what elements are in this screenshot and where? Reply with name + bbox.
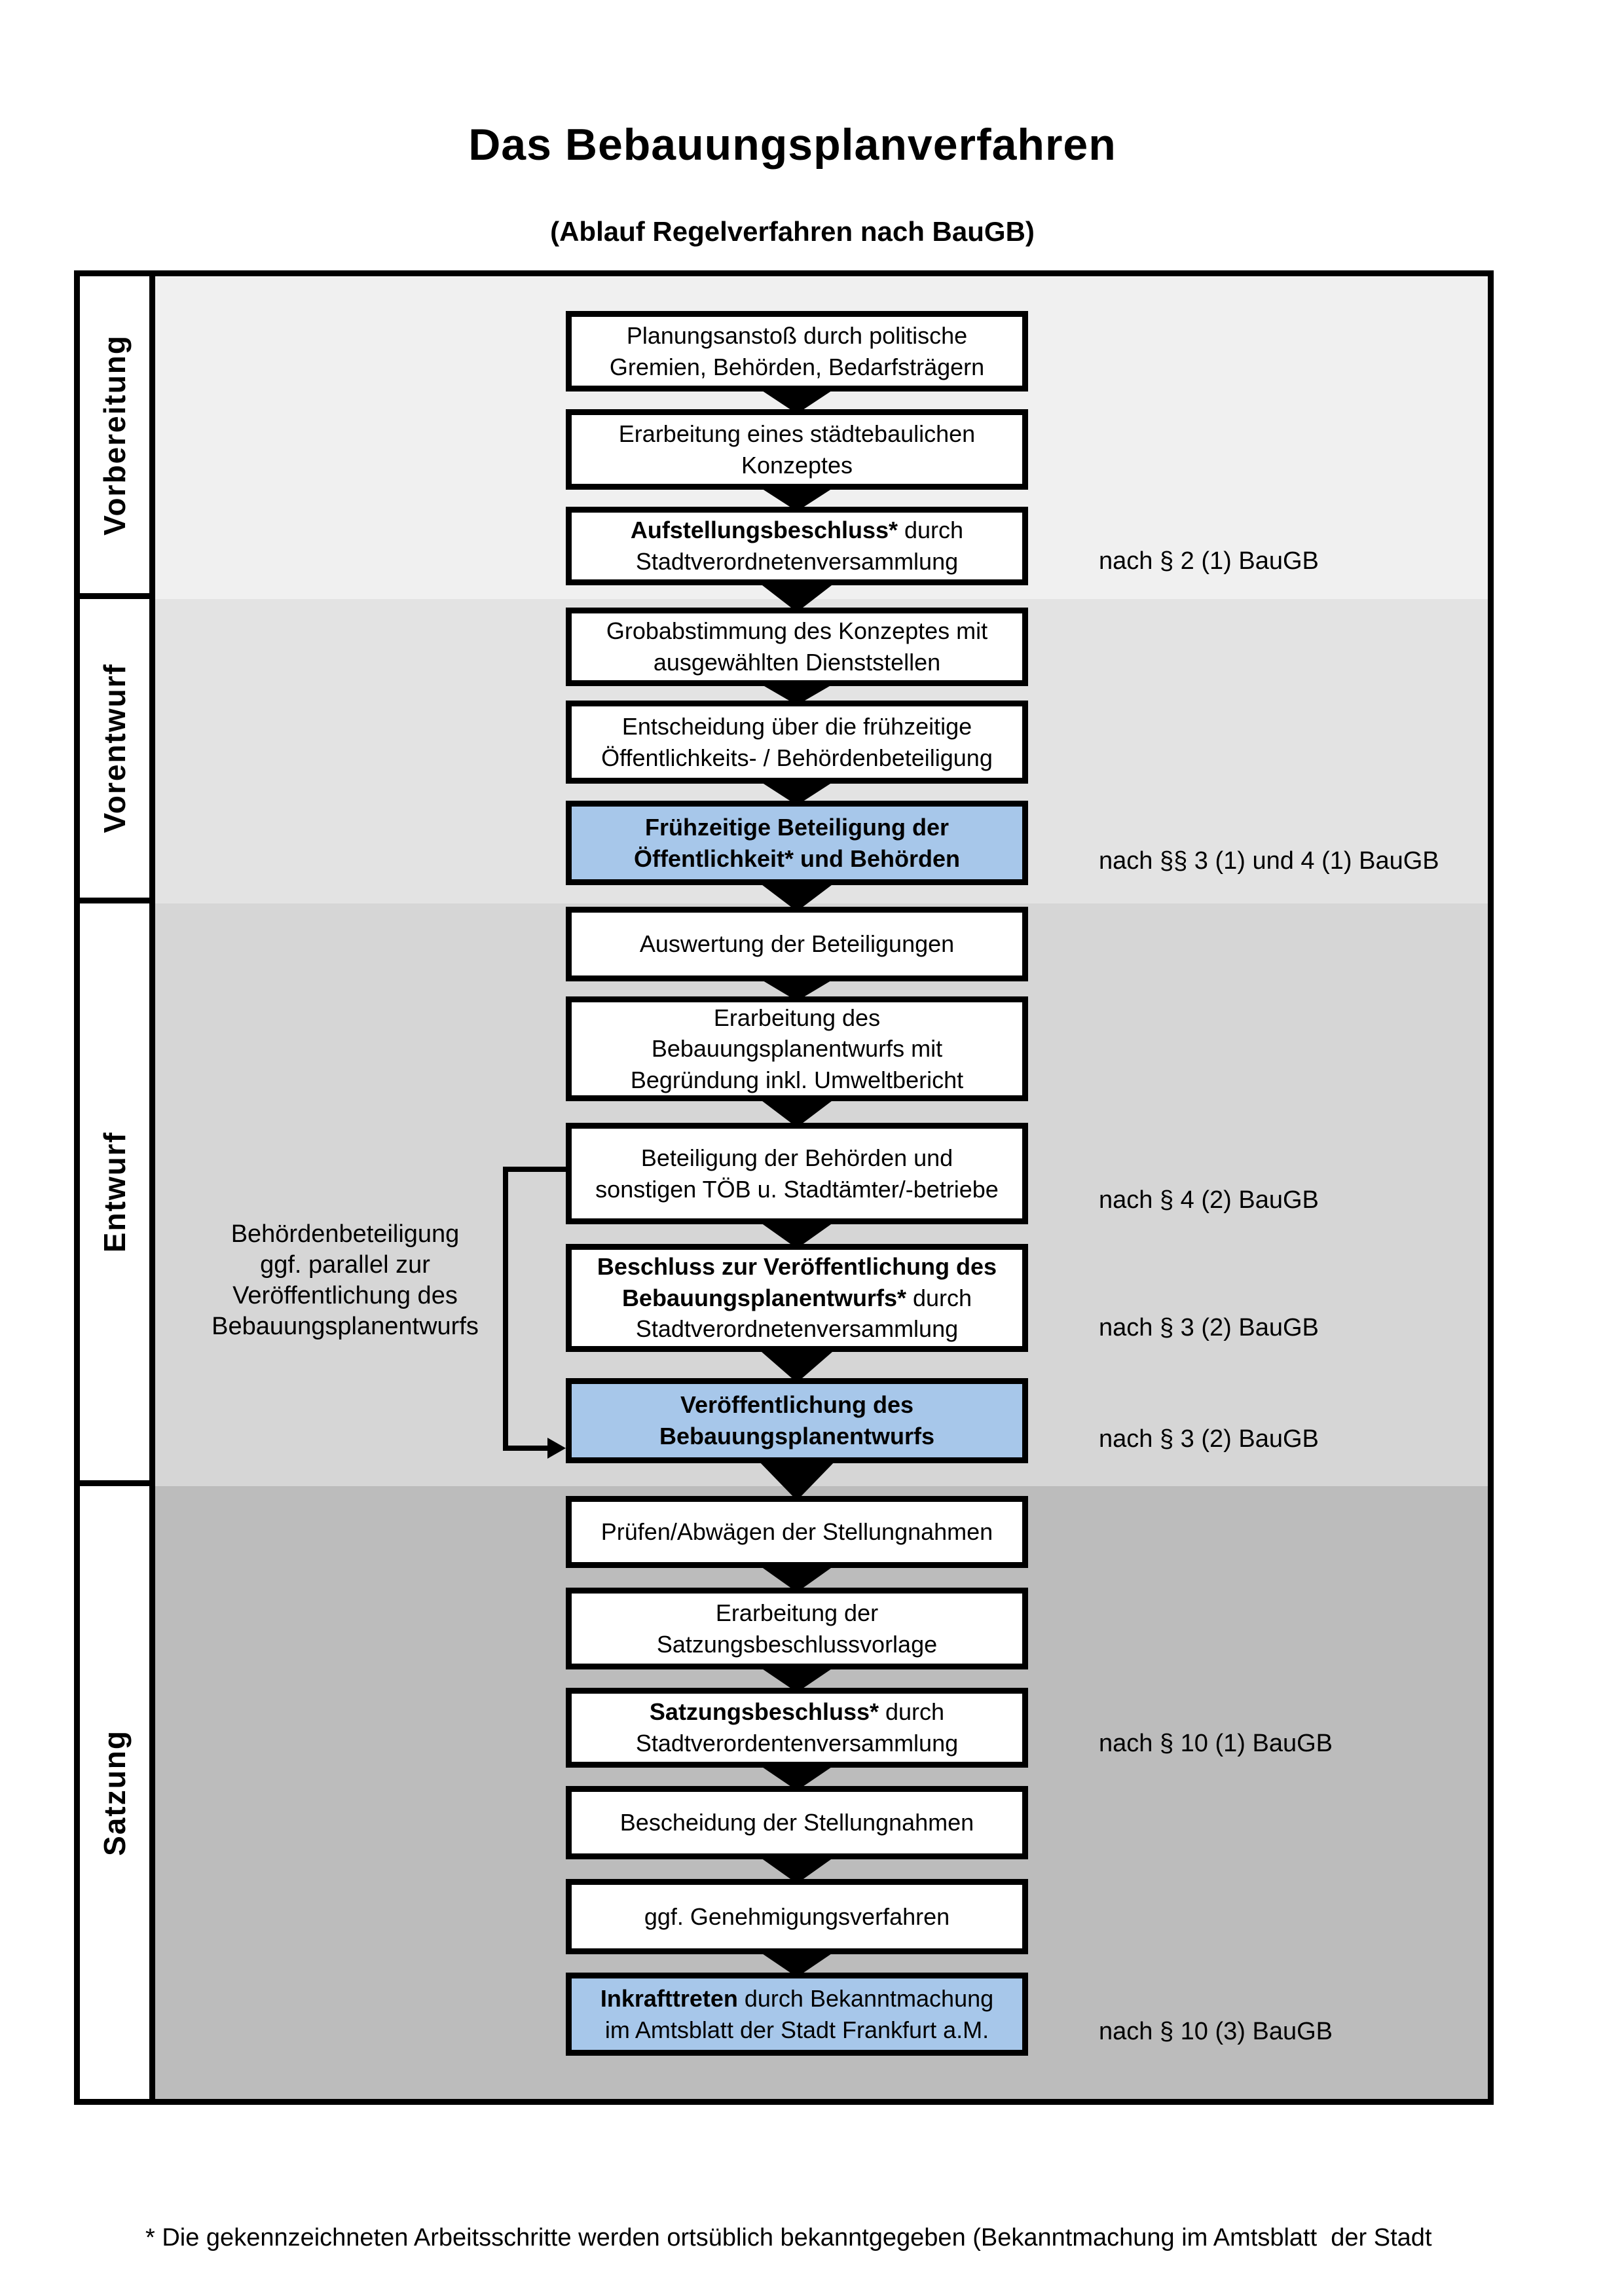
flow-box-line: Stadtverordnetenversammlung (635, 548, 959, 575)
law-reference-note: nach §§ 3 (1) und 4 (1) BauGB (1099, 847, 1439, 875)
flow-box: Prüfen/Abwägen der Stellungnahmen (566, 1496, 1028, 1568)
flow-box-line: Öffentlichkeit* und Behörden (633, 845, 961, 872)
flow-box-line: Aufstellungsbeschluss* durch (630, 517, 964, 544)
flow-box-line: Stadtverordnetenversammlung (635, 1315, 959, 1343)
footnote-line-1: * Die gekennzeichneten Arbeitsschritte w… (145, 2224, 1432, 2251)
bracket-right-arrow-icon (547, 1438, 566, 1459)
flow-box-line: Satzungsbeschlussvorlage (656, 1630, 938, 1658)
flow-box: ggf. Genehmigungsverfahren (566, 1879, 1028, 1954)
flow-box-line: Konzeptes (741, 451, 853, 479)
down-arrow-icon (756, 1855, 838, 1884)
law-reference-note: nach § 2 (1) BauGB (1099, 547, 1319, 575)
phase-label: Vorbereitung (98, 334, 132, 536)
footnote: * Die gekennzeichneten Arbeitsschritte w… (145, 2140, 1507, 2296)
flow-box-line: im Amtsblatt der Stadt Frankfurt a.M. (604, 2016, 989, 2043)
flow-box-line: ausgewählten Dienststellen (653, 649, 941, 676)
down-arrow-icon (756, 1459, 838, 1501)
flow-box-line: Inkrafttreten durch Bekanntmachung (600, 1984, 994, 2012)
flow-box-line: Frühzeitige Beteiligung der (644, 813, 950, 841)
flow-box-line: Planungsanstoß durch politische (626, 321, 968, 349)
phase-cell-vorbereitung: Vorbereitung (80, 276, 155, 599)
law-reference-note: nach § 10 (3) BauGB (1099, 2018, 1333, 2045)
flow-box-line: Beteiligung der Behörden und (640, 1144, 953, 1171)
annotation-line: Behördenbeteiligung (231, 1220, 460, 1248)
down-arrow-icon (756, 881, 838, 911)
phase-label: Vorentwurf (98, 663, 132, 833)
down-arrow-icon (756, 581, 838, 612)
flow-box-line: Bebauungsplanentwurfs mit (651, 1035, 943, 1063)
annotation-line: Bebauungsplanentwurfs (212, 1313, 479, 1340)
annotation-line: Veröffentlichung des (232, 1282, 458, 1309)
law-reference-note: nach § 3 (2) BauGB (1099, 1425, 1319, 1453)
phase-label: Entwurf (98, 1131, 132, 1253)
phase-label: Satzung (98, 1729, 132, 1856)
down-arrow-icon (756, 1347, 838, 1383)
flow-box-line: Erarbeitung eines städtebaulichen (618, 420, 976, 447)
flow-box-line: Öffentlichkeits- / Behördenbeteiligung (601, 744, 993, 771)
flow-box-line: Bebauungsplanentwurfs (659, 1423, 935, 1449)
annotation-line: ggf. parallel zur (260, 1251, 430, 1279)
flow-box-line: Erarbeitung des (713, 1004, 881, 1031)
phase-cell-satzung: Satzung (80, 1486, 155, 2099)
law-reference-note: nach § 10 (1) BauGB (1099, 1730, 1333, 1757)
flow-box: Bescheidung der Stellungnahmen (566, 1786, 1028, 1859)
law-reference-note: nach § 4 (2) BauGB (1099, 1186, 1319, 1214)
flow-box-line: Grobabstimmung des Konzeptes mit (606, 617, 988, 645)
law-reference-note: nach § 3 (2) BauGB (1099, 1314, 1319, 1341)
flow-box-line: Satzungsbeschluss* durch (649, 1698, 945, 1726)
bracket-top-line (503, 1167, 566, 1172)
flow-box-line: Erarbeitung der (715, 1599, 879, 1626)
bracket-vertical-line (503, 1167, 508, 1451)
flow-box: Beteiligung der Behörden und sonstigen TÖ… (566, 1123, 1028, 1224)
flow-box-line: Entscheidung über die frühzeitige (621, 712, 972, 740)
flow-box-line: Bebauungsplanentwurfs* durch (621, 1284, 972, 1311)
page-subtitle: (Ablauf Regelverfahren nach BauGB) (550, 216, 1035, 247)
flow-box-line: Gremien, Behörden, Bedarfsträgern (609, 353, 985, 380)
flow-box-line: ggf. Genehmigungsverfahren (644, 1903, 950, 1930)
flow-box-line: Auswertung der Beteiligungen (639, 930, 955, 958)
flow-box-line: Begründung inkl. Umweltbericht (630, 1066, 964, 1093)
down-arrow-icon (756, 1563, 838, 1592)
phase-cell-vorentwurf: Vorentwurf (80, 599, 155, 903)
flow-box-line: Bescheidung der Stellungnahmen (619, 1809, 974, 1836)
down-arrow-icon (756, 1220, 838, 1248)
flow-box-highlight: Inkrafttreten durch Bekanntmachung im Amt… (566, 1973, 1028, 2056)
flow-box-line: Beschluss zur Veröffentlichung des (597, 1253, 997, 1281)
flow-box-line: sonstigen TÖB u. Stadtämter/-betriebe (595, 1175, 999, 1203)
page-title: Das Bebauungsplanverfahren (468, 120, 1116, 170)
flow-box-line: Veröffentlichung des (680, 1391, 914, 1419)
bracket-bottom-line (503, 1446, 550, 1451)
phase-cell-entwurf: Entwurf (80, 903, 155, 1486)
flow-box: Auswertung der Beteiligungen (566, 907, 1028, 981)
flow-box-line: Stadtverordentenversammlung (635, 1730, 959, 1757)
flow-box-line: Prüfen/Abwägen der Stellungnahmen (600, 1518, 993, 1546)
flow-box: Grobabstimmung des Konzeptes mit ausgewäh… (566, 608, 1028, 686)
down-arrow-icon (756, 1097, 838, 1127)
